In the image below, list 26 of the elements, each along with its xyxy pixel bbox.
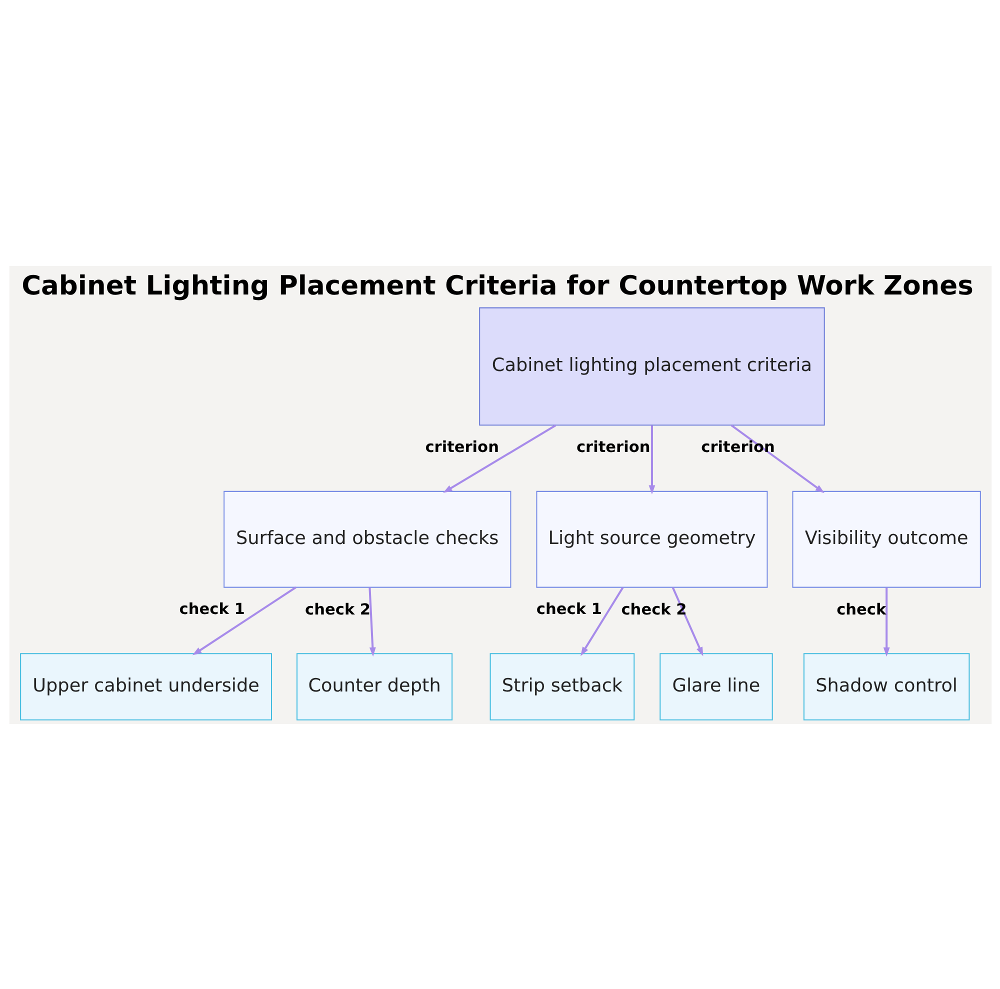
node-box: Visibility outcome <box>792 490 980 588</box>
node-box: Light source geometry <box>536 490 768 588</box>
arrow <box>671 586 703 656</box>
edge-label: check 2 <box>620 600 686 618</box>
node-box: Upper cabinet underside <box>20 652 272 720</box>
edge-label: check 1 <box>536 600 602 618</box>
node-box: Glare line <box>659 652 772 720</box>
arrow <box>882 587 890 656</box>
node-box: Surface and obstacle checks <box>223 490 511 588</box>
edge-label: check 2 <box>304 600 370 618</box>
edge-label: criterion <box>424 438 498 456</box>
edge-label: criterion <box>576 438 650 456</box>
arrow <box>730 424 824 493</box>
arrow <box>442 424 556 492</box>
arrow <box>580 586 624 656</box>
node-box: Shadow control <box>802 652 970 720</box>
node-box: Counter depth <box>296 652 452 720</box>
node-box: Cabinet lighting placement criteria <box>478 306 824 426</box>
edge-label: check 1 <box>178 600 244 618</box>
edge-label: criterion <box>700 438 774 456</box>
arrow <box>648 424 655 494</box>
node-box: Strip setback <box>489 652 634 720</box>
arrow <box>368 587 376 656</box>
edge-label: check <box>836 600 886 618</box>
diagram-title: Cabinet Lighting Placement Criteria for Countertop Work Zones <box>21 270 973 301</box>
arrow <box>192 586 296 655</box>
